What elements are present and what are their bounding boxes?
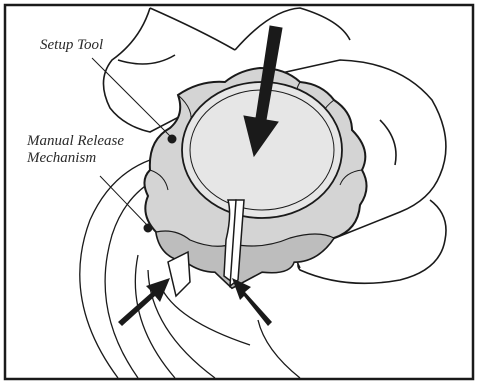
manual-release-line2: Mechanism xyxy=(27,150,124,167)
setup-tool-dot xyxy=(168,135,176,143)
release-tab xyxy=(168,252,190,296)
setup-tool-label: Setup Tool xyxy=(40,37,103,54)
pinch-arrow-right xyxy=(232,278,272,326)
release-dot xyxy=(144,224,152,232)
manual-release-line1: Manual Release xyxy=(27,133,124,150)
pinch-arrow-left xyxy=(118,278,170,326)
manual-release-label: Manual Release Mechanism xyxy=(27,133,124,167)
